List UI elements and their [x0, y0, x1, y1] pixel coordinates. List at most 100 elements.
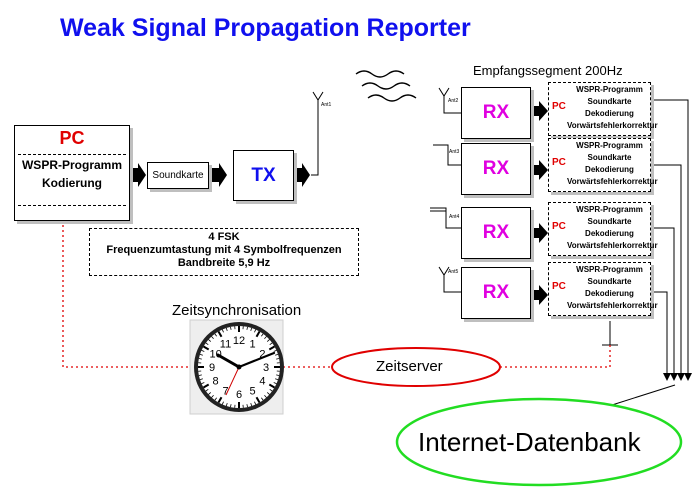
tx-soundcard-box: Soundkarte [147, 162, 209, 189]
tx-soundcard-label: Soundkarte [152, 170, 204, 181]
timeserver-ellipse [331, 347, 501, 387]
tx-pc-box: PC WSPR-Programm Kodierung [14, 125, 130, 221]
clock-tick [198, 358, 202, 360]
tx-program-box: WSPR-Programm Kodierung [18, 154, 126, 206]
modulation-line1: 4 FSK [208, 231, 240, 243]
clock-tick [199, 378, 203, 381]
rx-pc-info-line: Soundkarte [587, 153, 632, 162]
clock-number: 12 [233, 335, 245, 347]
clock-number: 5 [249, 385, 255, 397]
rx-box-1: RX [461, 87, 531, 139]
rx-pc-info-line: Dekodierung [585, 229, 634, 238]
arrow-soundcard-to-tx [209, 163, 227, 187]
clock-tick [261, 397, 264, 401]
clock-tick [214, 333, 217, 337]
page-title: Weak Signal Propagation Reporter [60, 14, 471, 42]
clock-tick [221, 329, 224, 333]
rx-pc-info-line: Soundkarte [587, 217, 632, 226]
clock-tick [275, 353, 279, 356]
clock-tick [201, 349, 205, 352]
receive-segment-label: Empfangssegment 200Hz [473, 63, 623, 78]
rx-pc-info-line: Vorwärtsfehlerkorrektur [567, 241, 658, 250]
clock-tick [276, 374, 280, 376]
tx-box: TX [233, 150, 294, 201]
clock-tick [214, 397, 217, 401]
arrow-pc-to-soundcard [129, 163, 146, 187]
clock-tick [246, 404, 248, 408]
tx-label: TX [251, 164, 276, 186]
clock-number: 6 [236, 389, 242, 401]
tx-program-line2: Kodierung [42, 176, 102, 190]
rx-antenna-2-icon [433, 144, 461, 166]
rx-antenna-label-1: Ant2 [448, 98, 459, 104]
clock-tick [255, 330, 261, 338]
clock-tick [275, 378, 279, 381]
clock-tick [205, 389, 209, 392]
clock-tick [273, 382, 277, 385]
tx-antenna-label: Ant1 [321, 102, 332, 108]
clock-tick [255, 396, 261, 404]
rx-antenna-3-icon [430, 207, 461, 229]
rx-pc-info-line: Vorwärtsfehlerkorrektur [567, 301, 658, 310]
clock-tick [199, 353, 203, 356]
tx-program-line1: WSPR-Programm [21, 158, 122, 172]
rx-pc-label: PC [552, 157, 566, 168]
clock-tick [266, 339, 270, 342]
clock-number: 8 [213, 376, 219, 388]
rx-box-4: RX [461, 267, 531, 319]
rx-pc-label: PC [552, 221, 566, 232]
rx-label: RX [482, 158, 510, 179]
rx-pc-info-line: WSPR-Programm [576, 265, 643, 274]
clock-tick [261, 333, 264, 337]
clock-tick [225, 403, 228, 407]
clock-number: 3 [263, 362, 269, 374]
rx-pc-info-line: WSPR-Programm [576, 141, 643, 150]
rx-pc-info-line: WSPR-Programm [576, 205, 643, 214]
clock-tick [269, 342, 273, 345]
clock-tick [276, 358, 280, 360]
clock-tick [198, 374, 202, 376]
rx-pc-info-line: Soundkarte [587, 277, 632, 286]
database-label: Internet-Datenbank [418, 427, 641, 457]
modulation-line2: Frequenzumtastung mit 4 Symbolfrequenzen [106, 244, 342, 256]
clock-tick [202, 383, 210, 389]
clock-tick [217, 396, 223, 404]
timeserver-label: Zeitserver [376, 358, 443, 375]
rx-label: RX [482, 282, 510, 303]
rx-pc-info-line: Soundkarte [587, 97, 632, 106]
pc-to-database-lines [602, 99, 692, 406]
rx-antenna-label-3: Ant4 [449, 214, 460, 220]
rx-pc-info-line: Vorwärtsfehlerkorrektur [567, 177, 658, 186]
time-sync-label: Zeitsynchronisation [172, 302, 302, 319]
clock-tick [254, 329, 257, 333]
clock-tick [273, 349, 277, 352]
rx-antenna-4-icon [438, 266, 461, 293]
clock-tick [201, 382, 205, 385]
clock-number: 10 [209, 349, 221, 361]
clock-tick [230, 404, 232, 408]
rx-pc-info-line: WSPR-Programm [576, 85, 643, 94]
clock-tick [250, 327, 253, 331]
tx-antenna-icon [311, 91, 324, 176]
clock-number: 4 [259, 376, 265, 388]
clock-number: 9 [209, 362, 215, 374]
clock-tick [246, 326, 248, 330]
clock-tick [211, 394, 214, 398]
rx-pc-label: PC [552, 101, 566, 112]
clock-tick [268, 383, 276, 389]
clock-tick [250, 403, 253, 407]
arrow-tx-to-antenna [294, 163, 310, 187]
rx-antenna-1-icon [438, 87, 461, 114]
rx-pc-info-line: Vorwärtsfehlerkorrektur [567, 121, 658, 130]
time-sync-lines [62, 220, 611, 368]
rx-label: RX [482, 102, 510, 123]
radio-waves-icon [355, 70, 417, 102]
